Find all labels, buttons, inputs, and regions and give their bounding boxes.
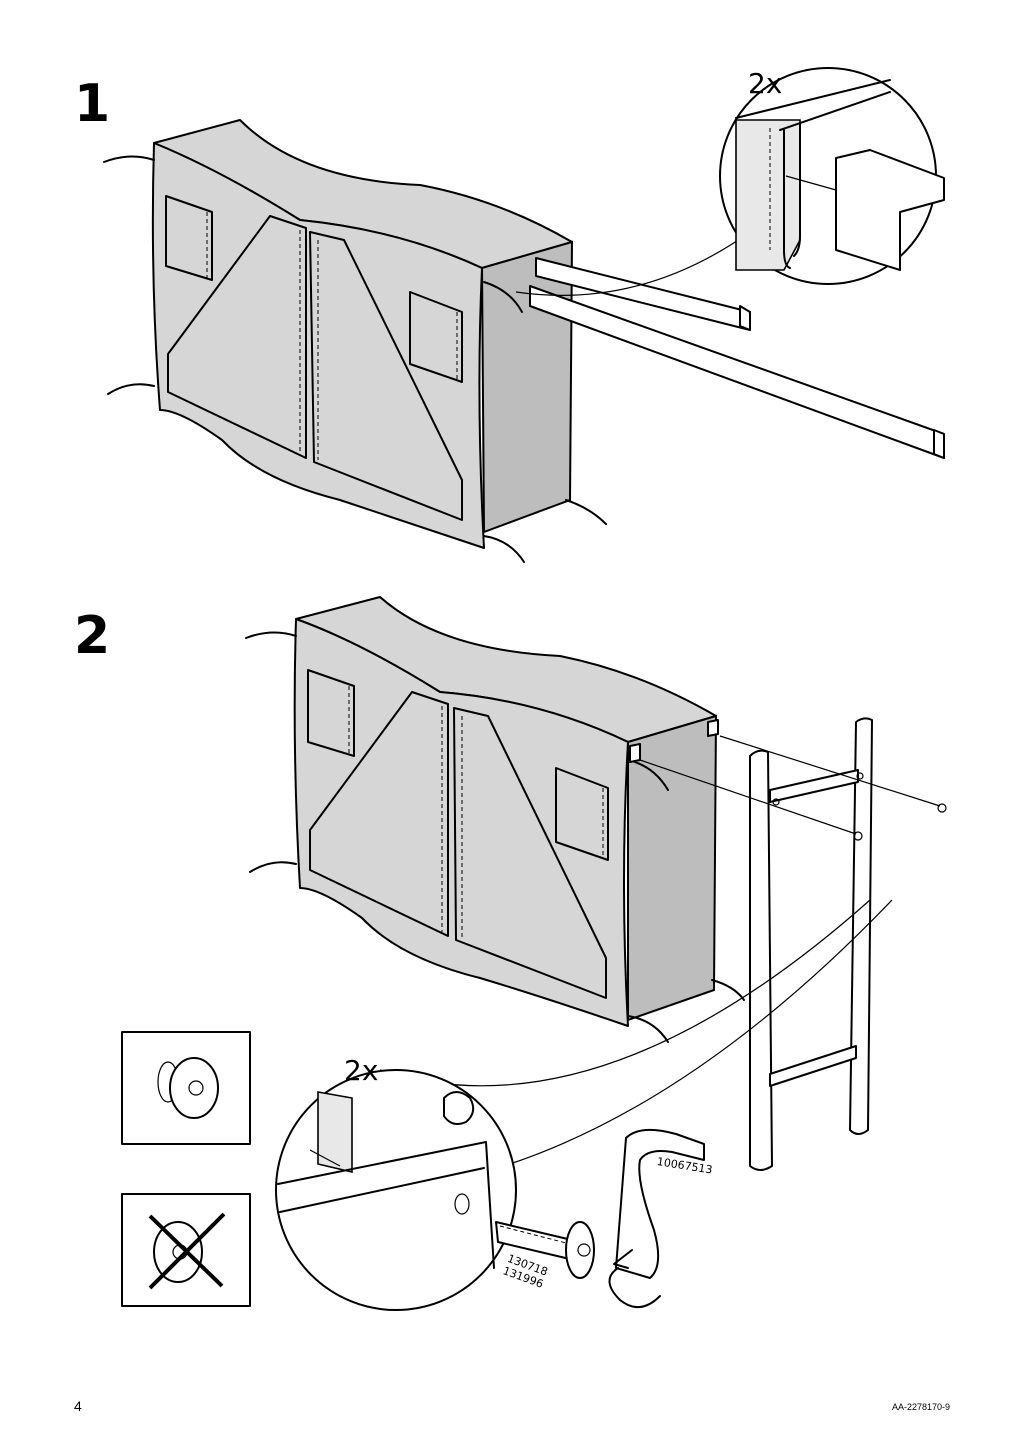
document-code: AA-2278170-9 — [891, 1402, 950, 1412]
step2-fabric-cover — [245, 596, 745, 1043]
step-number-1: 1 — [74, 74, 111, 134]
quantity-label-step2: 2x — [344, 1054, 379, 1087]
step2-allen-key — [608, 1128, 705, 1308]
incorrect-screw-box — [121, 1193, 251, 1307]
step-number-2: 2 — [74, 606, 111, 666]
step1-rails — [529, 257, 945, 459]
correct-screw-box — [121, 1031, 251, 1145]
page-number: 4 — [74, 1398, 82, 1414]
step2-detail-callout — [275, 899, 893, 1311]
step1-detail-callout — [515, 67, 945, 296]
step2-frame — [639, 717, 947, 1171]
step1-fabric-cover — [103, 119, 607, 563]
step2-screw — [495, 1221, 595, 1279]
quantity-label-step1: 2x — [748, 67, 783, 100]
